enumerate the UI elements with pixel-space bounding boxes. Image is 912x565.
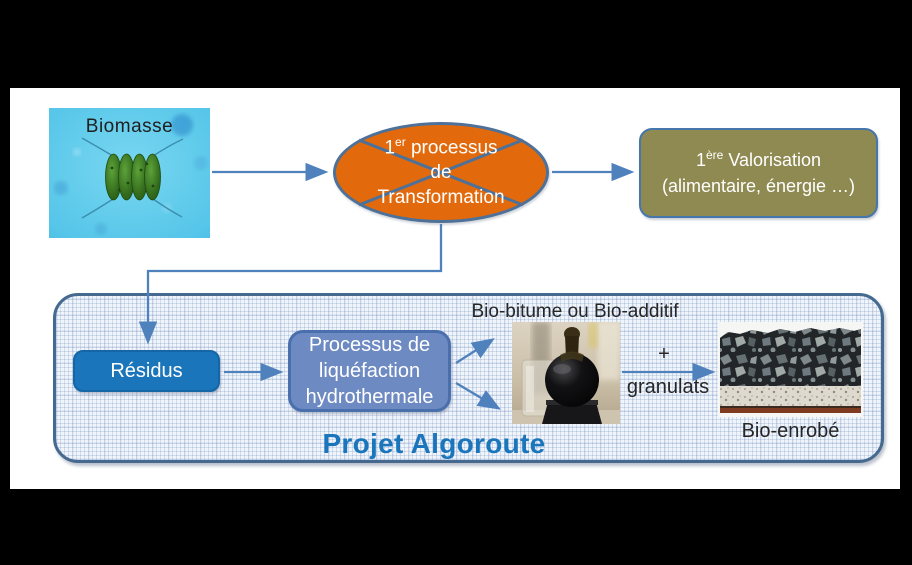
bio-bitumen-flask-photo bbox=[512, 322, 620, 424]
valorisation-line2: (alimentaire, énergie …) bbox=[661, 176, 856, 196]
algae-micrograph-art bbox=[49, 108, 210, 238]
asphalt-photo-art bbox=[718, 322, 863, 417]
process-suffix: processus bbox=[405, 137, 498, 159]
granulats-label: granulats bbox=[626, 376, 710, 398]
bio-enrobe-label: Bio-enrobé bbox=[741, 420, 840, 442]
biomass-photo: Biomasse bbox=[49, 108, 210, 238]
plus-sign-label: + bbox=[658, 343, 670, 365]
cross-out-mark bbox=[358, 138, 524, 207]
hydrothermal-line1: Processus de bbox=[308, 334, 431, 356]
bio-enrobe-photo bbox=[718, 322, 863, 417]
process-prefix: 1 bbox=[384, 137, 396, 159]
hydrothermal-line2: liquéfaction bbox=[318, 360, 421, 382]
process-line2: de bbox=[430, 162, 452, 184]
hydrothermal-node: Processus de liquéfaction hydrothermale bbox=[288, 330, 451, 412]
residus-label: Résidus bbox=[110, 359, 183, 382]
process-ordinal: er bbox=[395, 135, 406, 149]
valorisation-prefix: 1 bbox=[695, 149, 706, 170]
process-line3: Transformation bbox=[377, 187, 505, 209]
first-transformation-node: 1er processus de Transformation bbox=[333, 122, 549, 223]
bio-bitume-label: Bio-bitume ou Bio-additif bbox=[471, 301, 679, 322]
flask-photo-art bbox=[512, 322, 620, 424]
first-valorisation-node: 1ère Valorisation (alimentaire, énergie … bbox=[639, 128, 878, 218]
biomass-label: Biomasse bbox=[85, 116, 174, 137]
residus-node: Résidus bbox=[73, 350, 220, 392]
valorisation-suffix: Valorisation bbox=[723, 149, 822, 170]
first-transformation-label: 1er processus de Transformation bbox=[336, 135, 546, 211]
hydrothermal-line3: hydrothermale bbox=[305, 386, 434, 408]
valorisation-ordinal: ère bbox=[705, 147, 724, 162]
project-title: Projet Algoroute bbox=[322, 428, 546, 459]
